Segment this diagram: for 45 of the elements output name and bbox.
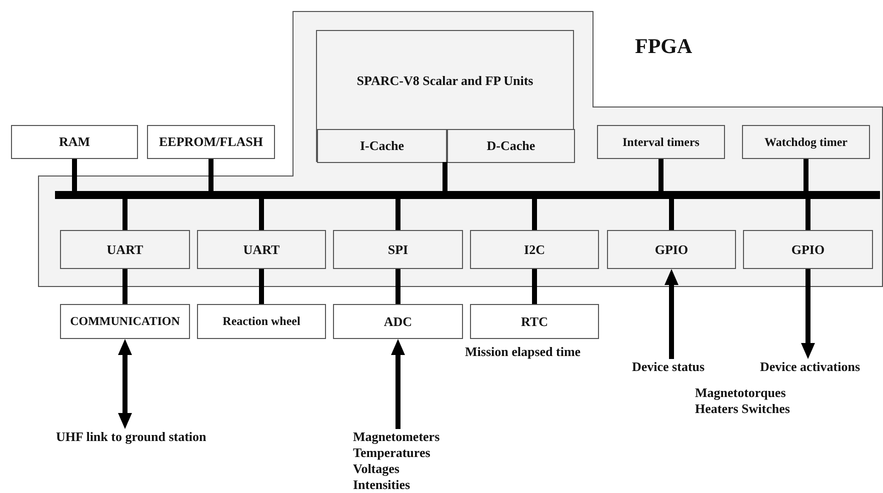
signal-text: Magnetometers Temperatures Voltages Intensities bbox=[353, 429, 453, 493]
bus-connector bbox=[122, 269, 128, 304]
bus-connector bbox=[122, 199, 128, 230]
bus-connector bbox=[396, 269, 400, 304]
module-box: COMMUNICATION bbox=[60, 304, 190, 339]
module-box: RAM bbox=[11, 125, 138, 159]
module-box: Interval timers bbox=[597, 125, 725, 159]
module-box: EEPROM/FLASH bbox=[147, 125, 275, 159]
arrow bbox=[391, 339, 405, 429]
bus-connector bbox=[259, 269, 264, 304]
module-box: I2C bbox=[470, 230, 599, 269]
bus-connector bbox=[259, 199, 264, 230]
module-box: GPIO bbox=[743, 230, 873, 269]
arrow bbox=[664, 269, 678, 359]
bus-bar bbox=[55, 191, 880, 199]
processor-box bbox=[316, 30, 574, 162]
module-box: Reaction wheel bbox=[197, 304, 326, 339]
bus-connector bbox=[532, 269, 537, 304]
note-text: Magnetotorques Heaters Switches bbox=[695, 385, 791, 417]
module-box: RTC bbox=[470, 304, 599, 339]
bus-connector bbox=[396, 199, 400, 230]
module-box: ADC bbox=[333, 304, 463, 339]
bus-connector bbox=[72, 159, 77, 191]
module-box: SPI bbox=[333, 230, 463, 269]
arrow bbox=[118, 339, 132, 429]
module-box: Watchdog timer bbox=[742, 125, 870, 159]
region-title: FPGA bbox=[635, 33, 692, 59]
module-box: GPIO bbox=[607, 230, 736, 269]
module-box: D-Cache bbox=[447, 129, 575, 163]
bus-connector bbox=[806, 199, 810, 230]
bus-connector bbox=[208, 159, 214, 191]
signal-text: Device status bbox=[632, 359, 724, 377]
bus-connector bbox=[532, 199, 537, 230]
signal-text: Device activations bbox=[760, 359, 878, 377]
module-box: UART bbox=[60, 230, 190, 269]
signal-text: UHF link to ground station bbox=[56, 429, 231, 447]
module-box: I-Cache bbox=[317, 129, 447, 163]
bus-connector bbox=[442, 162, 448, 191]
bus-connector bbox=[804, 159, 808, 191]
node-caption: Mission elapsed time bbox=[465, 344, 582, 360]
module-box: UART bbox=[197, 230, 326, 269]
arrow bbox=[801, 269, 815, 359]
bus-connector bbox=[658, 159, 664, 191]
box-title: SPARC-V8 Scalar and FP Units bbox=[356, 73, 534, 89]
bus-connector bbox=[669, 199, 674, 230]
